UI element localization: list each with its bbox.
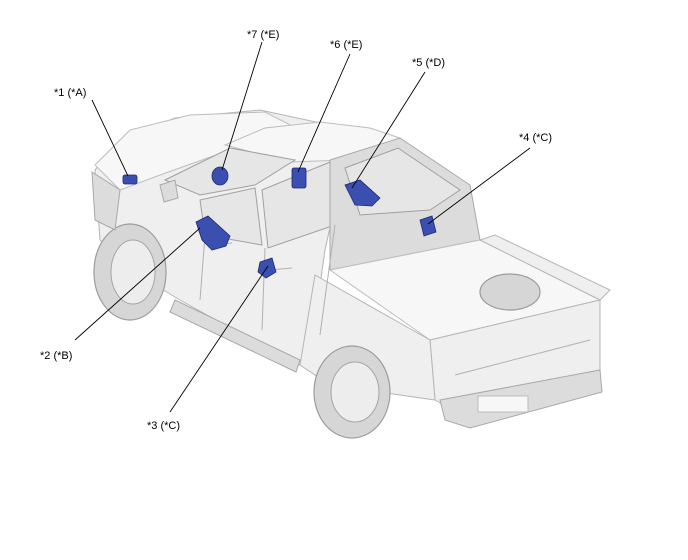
license-plate-area [477, 395, 529, 413]
leader-3 [169, 265, 269, 413]
spare-tire [479, 273, 541, 311]
leader-lines [74, 41, 531, 413]
running-board [169, 299, 301, 373]
part-2-window-regulator [195, 215, 231, 251]
windshield [163, 147, 297, 196]
front-left-rim [110, 239, 156, 305]
tailgate-line [454, 339, 591, 376]
part-1-sensor [122, 174, 138, 185]
bed-right-wall [478, 234, 611, 301]
callout-label-2: *2 (*B) [40, 350, 72, 362]
leader-2 [74, 227, 201, 341]
part-5-window-regulator [344, 179, 381, 207]
callout-label-5: *5 (*D) [412, 57, 445, 69]
leader-6 [297, 53, 351, 173]
part-6-module [291, 167, 307, 189]
part-7-module [211, 166, 229, 186]
side-mirror [159, 179, 179, 203]
leader-1 [91, 99, 129, 177]
callout-labels: *1 (*A) *2 (*B) *3 (*C) *4 (*C) *5 (*D) … [40, 29, 552, 432]
callout-label-7: *7 (*E) [247, 29, 279, 41]
leader-7 [221, 41, 263, 171]
callout-label-3: *3 (*C) [147, 420, 180, 432]
highlighted-parts [122, 166, 437, 279]
front-grille [91, 171, 121, 231]
pickup-truck [91, 109, 611, 439]
leader-5 [351, 71, 426, 189]
callout-label-6: *6 (*E) [330, 39, 362, 51]
callout-label-1: *1 (*A) [54, 87, 86, 99]
leader-4 [427, 147, 531, 225]
callout-label-4: *4 (*C) [519, 132, 552, 144]
rear-left-rim [330, 361, 380, 423]
